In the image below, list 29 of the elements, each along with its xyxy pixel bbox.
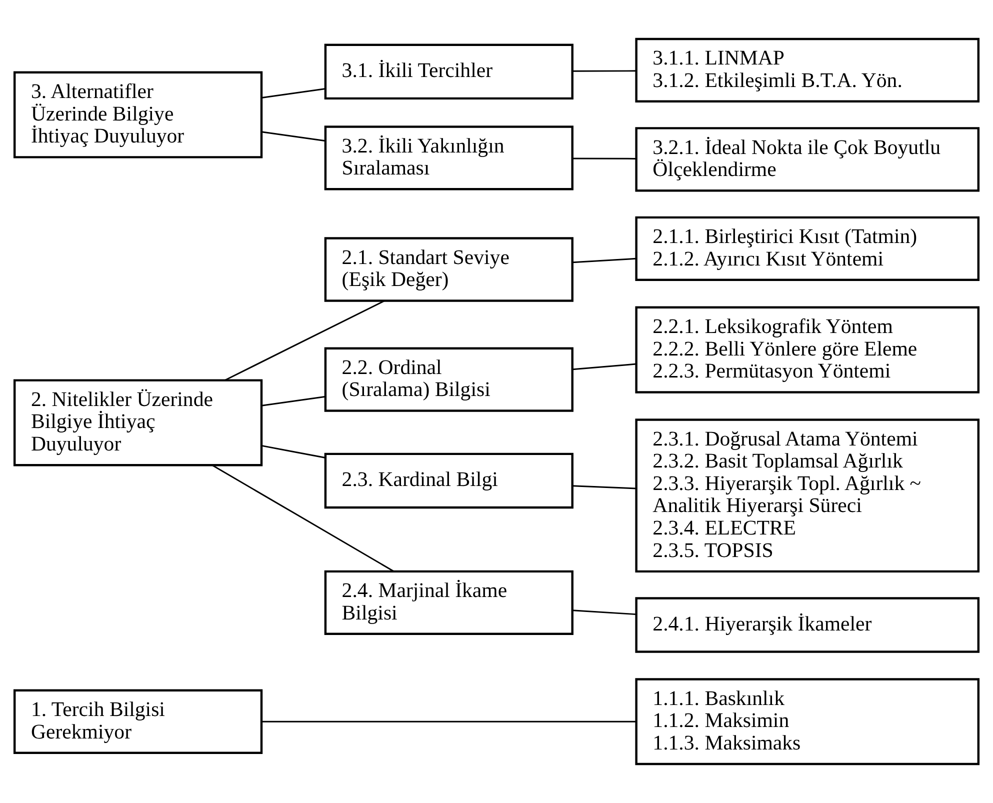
node-box: 2.1. Standart Seviye (Eşik Değer) — [324, 237, 574, 302]
node-box: 2.1.1. Birleştirici Kısıt (Tatmin) 2.1.2. Ayırıcı Kısıt Yöntemi — [635, 216, 980, 282]
node-box: 3. Alternatifler Üzerinde Bilgiye İhtiyaç Duyuluyor — [13, 71, 263, 158]
connector — [262, 396, 326, 406]
node-box: 2.2.1. Leksikografik Yöntem 2.2.2. Belli Yönlere göre Eleme 2.2.3. Permütasyon Yöntemi — [635, 306, 980, 394]
node-box: 3.1.1. LINMAP 3.1.2. Etkileşimli B.T.A. Yön. — [635, 38, 980, 103]
connector — [262, 131, 326, 142]
connector — [224, 300, 385, 381]
connector — [572, 610, 636, 616]
connector — [572, 485, 636, 490]
node-box: 2.3. Kardinal Bilgi — [324, 452, 574, 509]
node-box: 2. Nitelikler Üzerinde Bilgiye İhtiyaç Duyuluyor — [13, 379, 263, 466]
node-box: 2.2. Ordinal (Sıralama) Bilgisi — [324, 347, 574, 412]
node-box: 3.1. İkili Tercihler — [324, 44, 574, 100]
node-box: 1.1.1. Baskınlık 1.1.2. Maksimin 1.1.3. Maksimaks — [635, 678, 980, 766]
connector — [572, 70, 636, 72]
connector — [572, 158, 636, 160]
node-box: 2.4. Marjinal İkame Bilgisi — [324, 570, 574, 636]
connector — [262, 88, 326, 98]
connector — [572, 258, 636, 264]
node-box: 2.3.1. Doğrusal Atama Yöntemi 2.3.2. Basit Toplamsal Ağırlık 2.3.3. Hiyerarşik Topl. Ağırlık ~ Analitik Hiyerarşi Süreci 2.3.4. ELECTRE 2.3.5. TOPSIS — [635, 418, 980, 573]
connector — [212, 464, 394, 572]
connector — [262, 720, 636, 722]
connector — [572, 363, 636, 370]
node-box: 3.2. İkili Yakınlığın Sıralaması — [324, 126, 574, 190]
connector — [262, 444, 326, 458]
node-box: 3.2.1. İdeal Nokta ile Çok Boyutlu Ölçeklendirme — [635, 127, 980, 192]
node-box: 2.4.1. Hiyerarşik İkameler — [635, 597, 980, 653]
node-box: 1. Tercih Bilgisi Gerekmiyor — [13, 689, 263, 754]
